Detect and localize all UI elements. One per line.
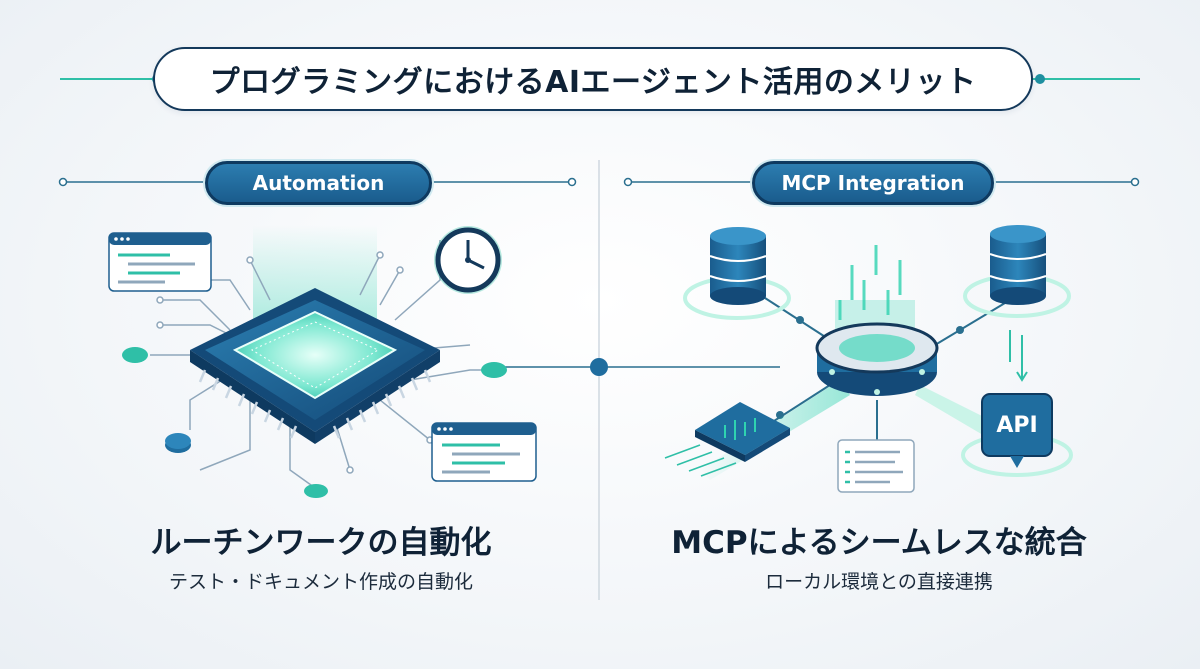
api-label: API bbox=[996, 412, 1038, 438]
center-divider bbox=[500, 160, 780, 600]
mcp-subtext: ローカル環境との直接連携 bbox=[765, 571, 993, 593]
automation-badge: Automation bbox=[205, 161, 432, 205]
mcp-integration-badge: MCP Integration bbox=[752, 161, 994, 205]
mcp-heading: MCPによるシームレスな統合 bbox=[671, 525, 1087, 561]
mcp-illustration bbox=[664, 225, 1073, 493]
main-title: プログラミングにおけるAIエージェント活用のメリット bbox=[153, 47, 1033, 111]
section-header-lines bbox=[58, 177, 1140, 187]
automation-subtext: テスト・ドキュメント作成の自動化 bbox=[168, 571, 473, 593]
automation-illustration bbox=[108, 225, 537, 498]
automation-heading: ルーチンワークの自動化 bbox=[150, 525, 492, 561]
